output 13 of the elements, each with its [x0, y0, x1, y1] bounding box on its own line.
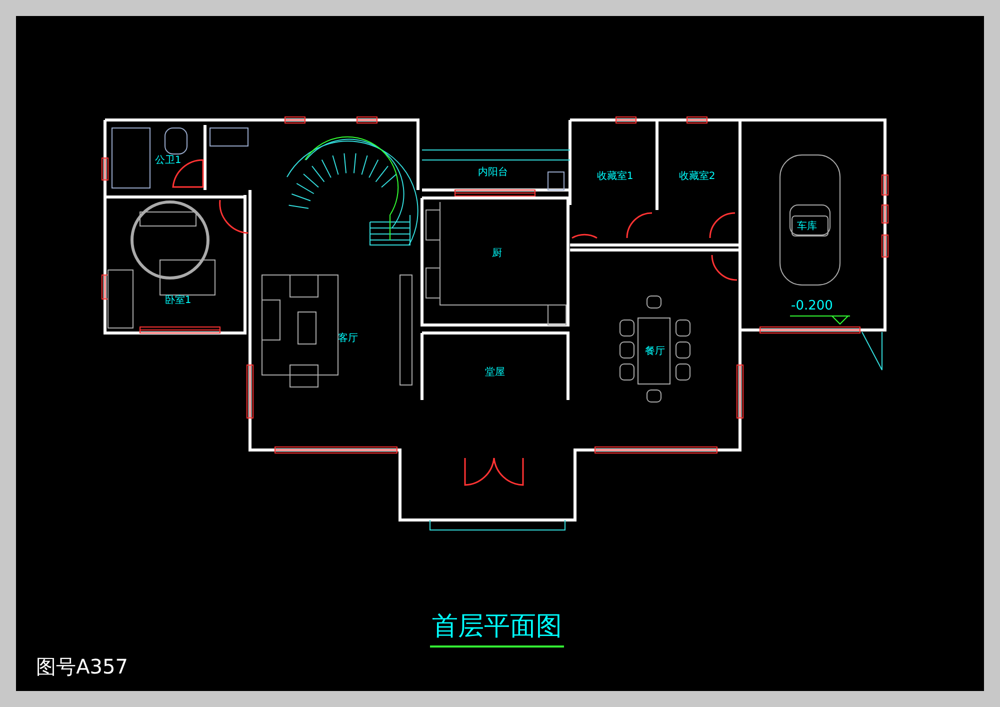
room-label: 收藏室2	[678, 170, 716, 183]
room-label: 卧室1	[164, 294, 192, 307]
elevation-label: -0.200	[791, 298, 833, 314]
room-label: 公卫1	[154, 154, 182, 167]
room-label: 堂屋	[485, 366, 505, 379]
drawing-title: 首层平面图	[430, 608, 564, 648]
room-label: 内阳台	[478, 166, 508, 179]
room-label: 收藏室1	[596, 170, 634, 183]
room-label: 客厅	[338, 332, 358, 345]
room-label: 餐厅	[645, 344, 665, 358]
room-label: 厨	[492, 247, 502, 260]
drawing-number: 图号A357	[36, 654, 128, 680]
room-label: 车库	[797, 220, 817, 233]
